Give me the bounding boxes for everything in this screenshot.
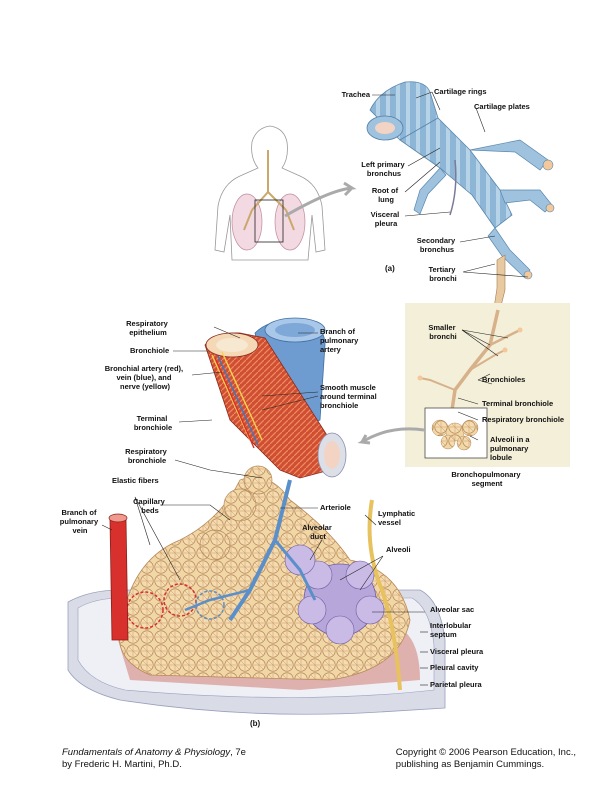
- label-pleural-cavity: Pleural cavity: [430, 663, 479, 672]
- label-branch-pulmonary-artery: Branch of pulmonary artery: [320, 327, 360, 354]
- label-terminal-bronchiole-a: Terminal bronchiole: [482, 399, 553, 408]
- footer-copyright: Copyright © 2006 Pearson Education, Inc.…: [396, 747, 576, 771]
- label-alveoli-b: Alveoli: [386, 545, 411, 554]
- book-title: Fundamentals of Anatomy & Physiology: [62, 747, 231, 758]
- label-arteriole: Arteriole: [320, 503, 351, 512]
- label-bronchiole-b: Bronchiole: [130, 346, 169, 355]
- label-terminal-bronchiole-b: Terminal bronchiole: [134, 414, 172, 432]
- arteriole-branches: [184, 479, 317, 622]
- bronchial-tree: [366, 81, 555, 311]
- label-bronchial-artery: Bronchial artery (red), vein (blue), and…: [105, 364, 185, 391]
- label-capillary-beds: Capillary beds: [133, 497, 167, 515]
- label-visceral-pleura-b: Visceral pleura: [430, 647, 484, 656]
- label-bronchopulmonary-segment: Bronchopulmonary segment: [451, 470, 522, 488]
- label-alveolar-sac: Alveolar sac: [430, 605, 474, 614]
- pulmonary-artery: [254, 317, 326, 431]
- label-interlobular-septum: Interlobular septum: [430, 621, 473, 639]
- bronchiole-tube: [204, 332, 347, 479]
- book-author: by Frederic H. Martini, Ph.D.: [62, 759, 182, 770]
- label-respiratory-epithelium: Respiratory epithelium: [126, 319, 170, 337]
- label-respiratory-bronchiole-b: Respiratory bronchiole: [125, 447, 169, 465]
- label-cartilage-rings: Cartilage rings: [434, 87, 487, 96]
- label-respiratory-bronchiole-a: Respiratory bronchiole: [482, 415, 564, 424]
- label-parietal-pleura: Parietal pleura: [430, 680, 483, 689]
- label-smaller-bronchi: Smaller bronchi: [428, 323, 457, 341]
- label-left-primary-bronchus: Left primary bronchus: [361, 160, 406, 178]
- zoom-arrow-a: [284, 181, 357, 218]
- label-tertiary-bronchi: Tertiary bronchi: [428, 265, 457, 283]
- label-alveolar-duct: Alveolar duct: [302, 523, 334, 541]
- leader-lines: [101, 91, 529, 686]
- smaller-bronchi-tree: [417, 309, 523, 411]
- label-elastic-fibers: Elastic fibers: [112, 476, 159, 485]
- label-branch-pulmonary-vein: Branch of pulmonary vein: [60, 508, 100, 535]
- label-visceral-pleura-a: Visceral pleura: [371, 210, 402, 228]
- zoom-arrow-b: [357, 427, 425, 445]
- label-root-of-lung: Root of lung: [372, 186, 400, 204]
- label-trachea: Trachea: [342, 90, 371, 99]
- pulmonary-vein: [108, 513, 129, 641]
- panel-a-letter: (a): [385, 264, 395, 273]
- panel-b-letter: (b): [250, 719, 261, 728]
- copyright-line: Copyright © 2006 Pearson Education, Inc.…: [395, 747, 576, 758]
- zoom-box-small: [254, 199, 284, 243]
- label-lymphatic-vessel: Lymphatic vessel: [378, 509, 417, 527]
- label-bronchioles: Bronchioles: [482, 375, 525, 384]
- alveolar-sac: [284, 544, 385, 645]
- body-outline-figure: [214, 125, 357, 261]
- label-cartilage-plates: Cartilage plates: [474, 102, 530, 111]
- book-edition: , 7e: [230, 747, 246, 758]
- label-smooth-muscle: Smooth muscle around terminal bronchiole: [320, 383, 379, 410]
- label-alveoli-in-lobule: Alveoli in a pulmonary lobule: [490, 435, 532, 462]
- publisher-line: publishing as Benjamin Cummings.: [395, 759, 545, 770]
- footer-citation: Fundamentals of Anatomy & Physiology, 7e…: [62, 747, 246, 771]
- label-secondary-bronchus: Secondary bronchus: [417, 236, 457, 254]
- lymphatic-vessel: [367, 499, 402, 691]
